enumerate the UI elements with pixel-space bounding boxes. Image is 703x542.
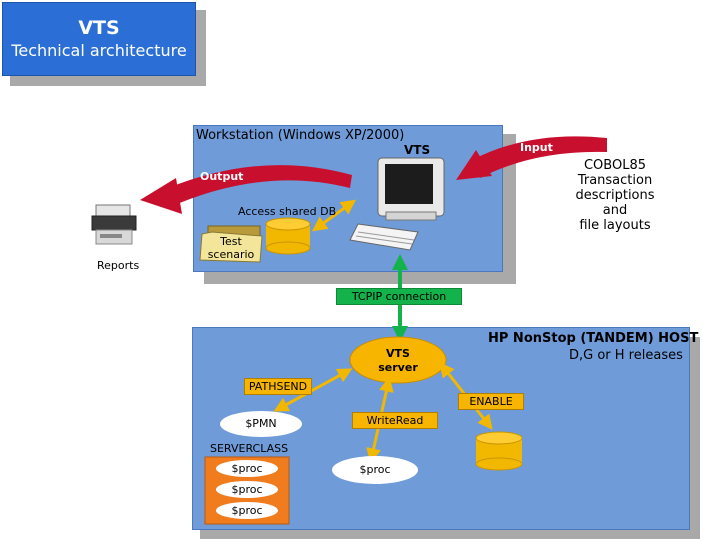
test-scenario-label: Test scenario bbox=[207, 235, 255, 261]
proc-oval: $proc bbox=[332, 456, 418, 484]
pathsend-link bbox=[273, 368, 353, 412]
access-db-label: Access shared DB bbox=[238, 205, 337, 218]
serverclass-proc-1: $proc bbox=[216, 460, 278, 477]
writeread-tag: WriteRead bbox=[352, 412, 438, 429]
title-banner: VTS Technical architecture bbox=[2, 2, 196, 76]
printer-icon bbox=[91, 204, 137, 245]
pathsend-tag: PATHSEND bbox=[244, 378, 312, 395]
input-arrow bbox=[456, 136, 607, 180]
vts-label: VTS bbox=[404, 143, 431, 157]
input-description: COBOL85 Transaction descriptions and fil… bbox=[540, 158, 690, 233]
vts-server-line-2: server bbox=[378, 361, 418, 374]
diagram-title: VTS bbox=[78, 17, 120, 39]
input-label: Input bbox=[520, 141, 553, 154]
pmn-oval: $PMN bbox=[220, 411, 302, 437]
input-line-4: file layouts bbox=[579, 218, 651, 233]
serverclass-label: SERVERCLASS bbox=[210, 442, 289, 455]
vts-server-label: VTS server bbox=[350, 347, 446, 375]
test-scenario-folder-icon bbox=[199, 225, 263, 263]
output-arrow bbox=[140, 165, 352, 214]
vts-server-line-1: VTS bbox=[386, 347, 410, 360]
db-vts-link bbox=[311, 199, 357, 232]
reports-label: Reports bbox=[97, 259, 140, 272]
host-title: HP NonStop (TANDEM) HOST bbox=[488, 331, 699, 346]
host-db-icon bbox=[475, 431, 523, 471]
access-db-icon bbox=[265, 217, 311, 255]
output-label: Output bbox=[200, 170, 244, 183]
input-line-2: Transaction descriptions bbox=[575, 173, 655, 203]
diagram-subtitle: Technical architecture bbox=[11, 41, 187, 60]
workstation-title: Workstation (Windows XP/2000) bbox=[196, 128, 405, 143]
serverclass-proc-3: $proc bbox=[216, 502, 278, 519]
vts-server-oval bbox=[349, 336, 447, 384]
serverclass-proc-2: $proc bbox=[216, 481, 278, 498]
enable-tag: ENABLE bbox=[458, 393, 524, 410]
input-line-3: and bbox=[602, 203, 628, 218]
tcpip-label: TCPIP connection bbox=[336, 288, 462, 305]
computer-icon bbox=[349, 157, 445, 251]
input-line-1: COBOL85 bbox=[583, 158, 647, 173]
host-subtitle: D,G or H releases bbox=[569, 348, 683, 363]
